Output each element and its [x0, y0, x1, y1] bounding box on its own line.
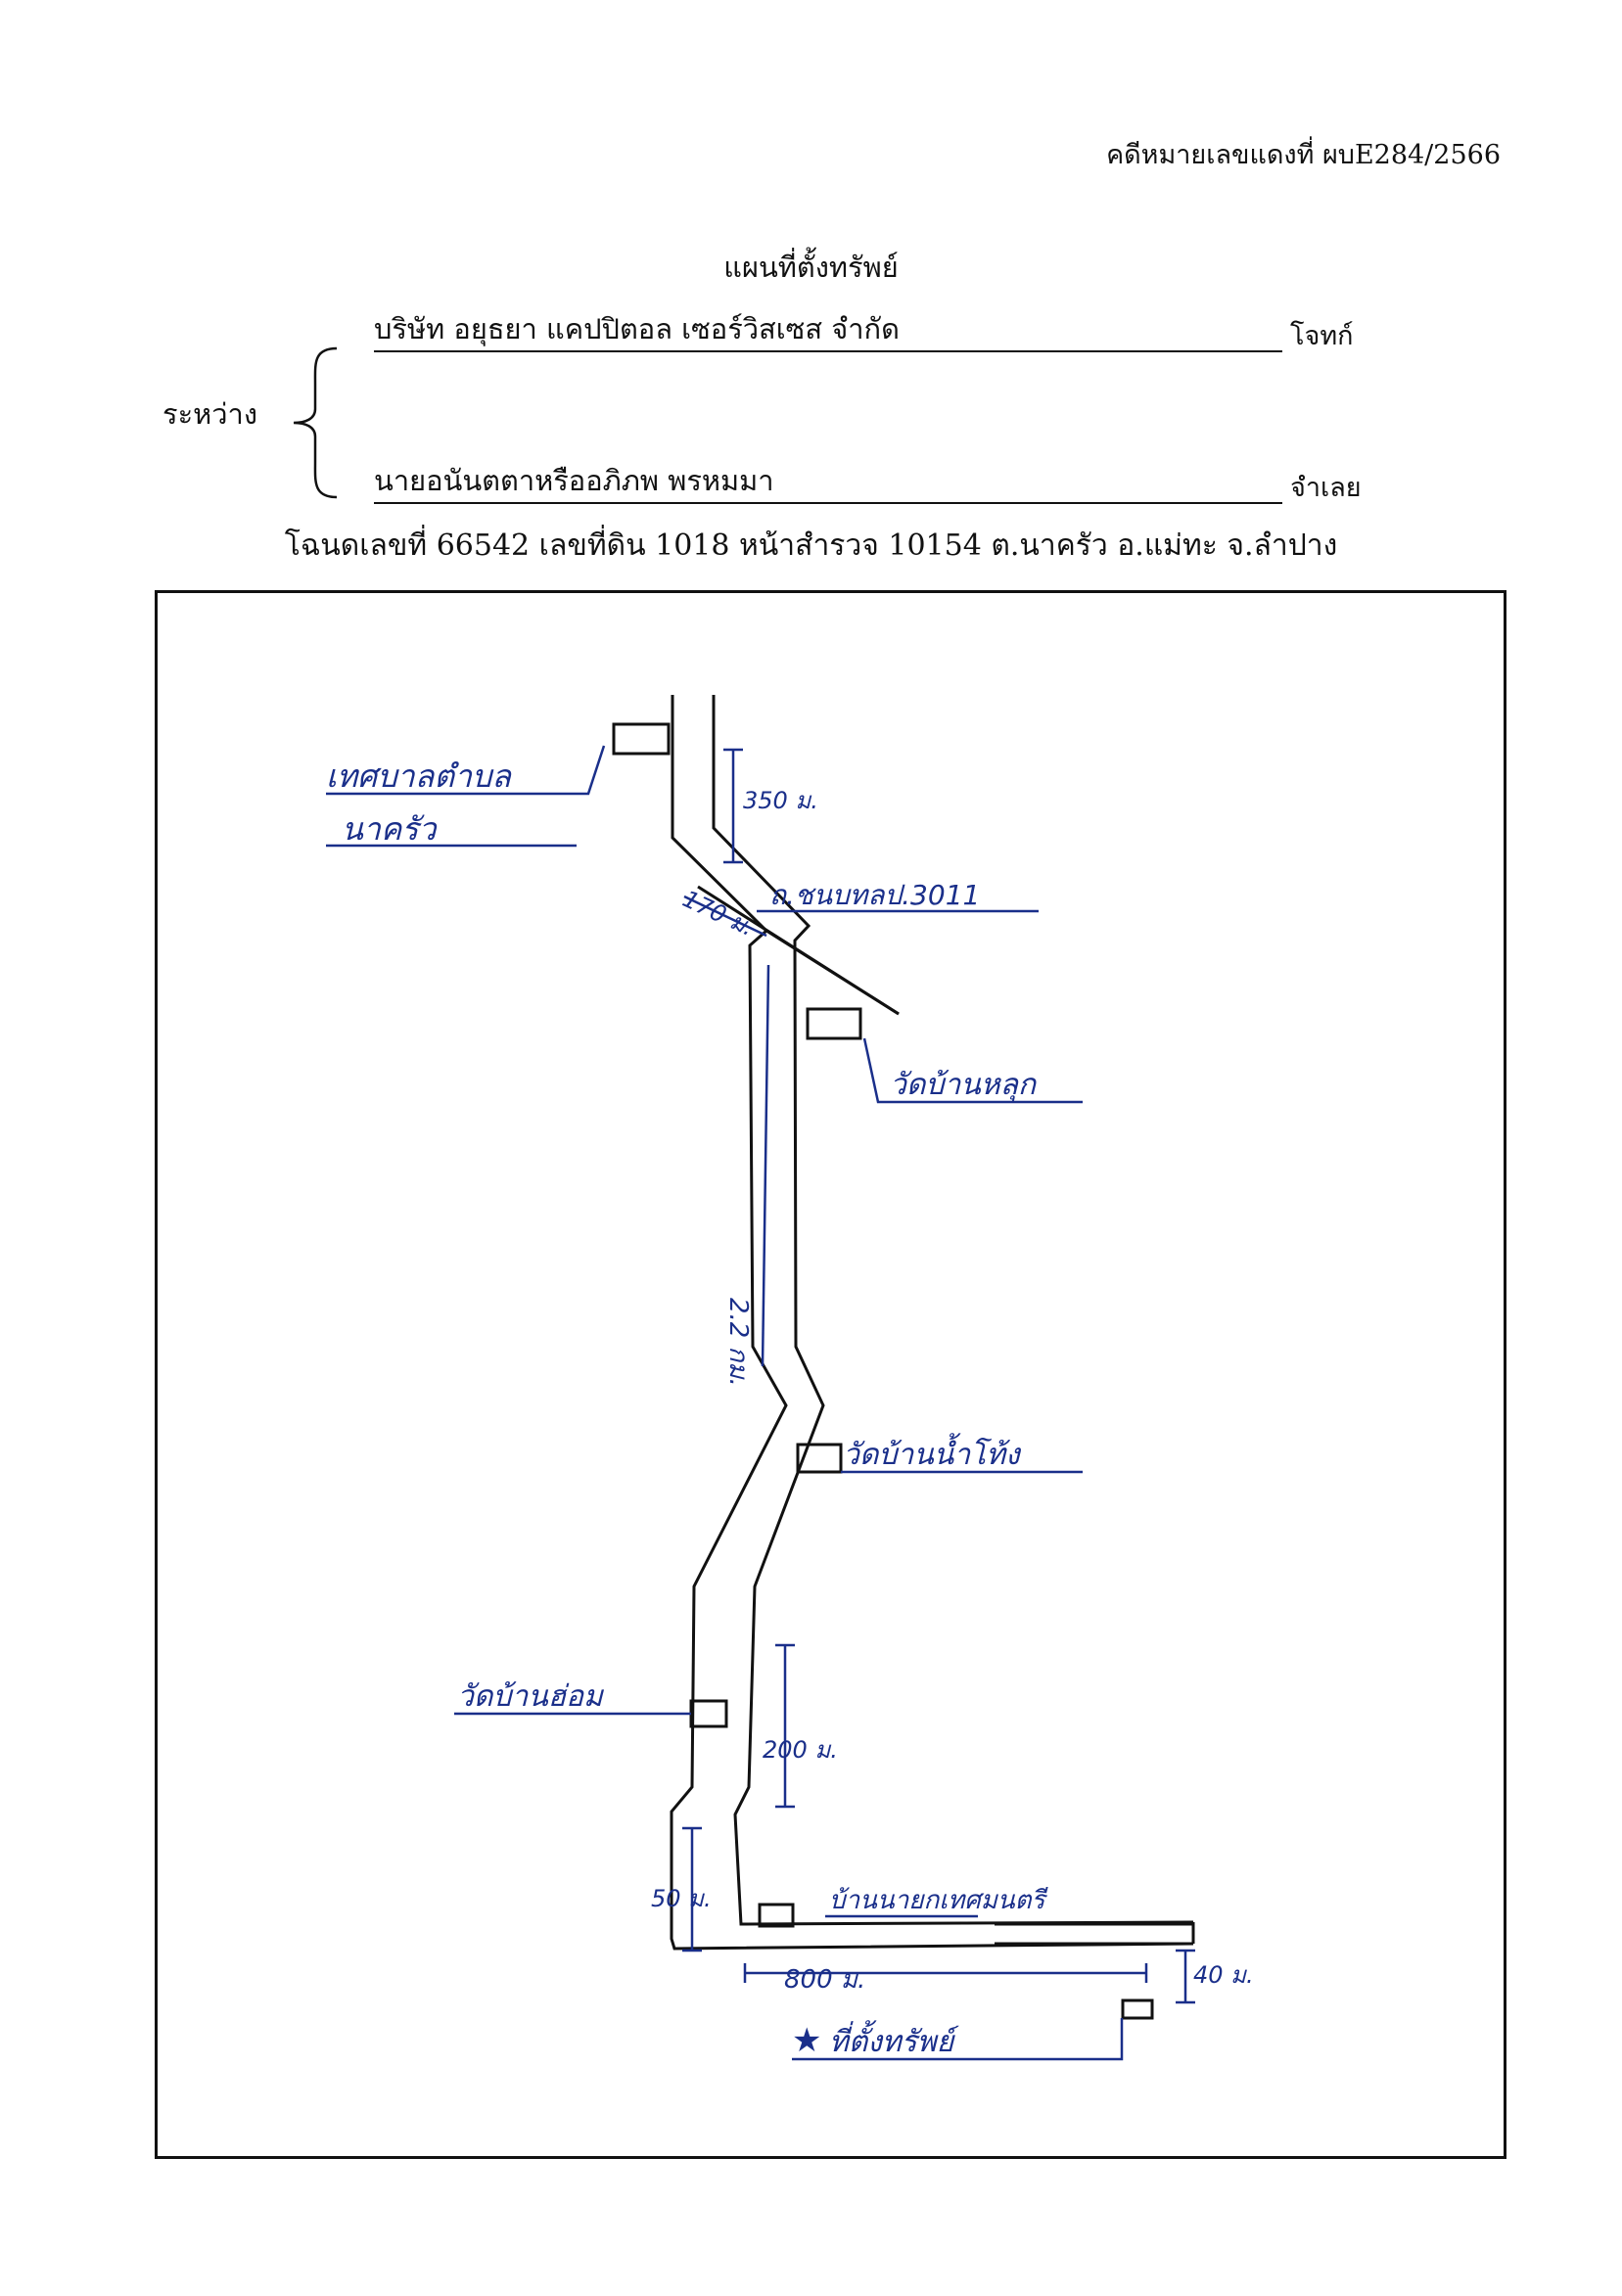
- wat-ban-nam-khong-label: วัดบ้านน้ำโท้ง: [843, 1433, 1022, 1472]
- location-map: เทศบาลตำบล นาครัว ถ.ชนบทลป.3011 วัดบ้านห…: [326, 695, 1254, 2061]
- case-number: คดีหมายเลขแดงที่ ผบE284/2566: [1106, 140, 1501, 170]
- plaintiff-name: บริษัท อยุธยา แคปปิตอล เซอร์วิสเซส จำกัด: [374, 312, 900, 345]
- mayor-house-label: บ้านนายกเทศมนตรี: [829, 1886, 1049, 1915]
- distance-label: 2.2 กม.: [723, 1298, 753, 1387]
- between-label: ระหว่าง: [162, 397, 257, 431]
- defendant-name: นายอนันตตาหรืออภิภพ พรหมมา: [374, 464, 774, 497]
- map-frame: เทศบาลตำบล นาครัว ถ.ชนบทลป.3011 วัดบ้านห…: [155, 590, 1506, 2159]
- distance-label: 350 ม.: [743, 787, 818, 814]
- defendant-line: นายอนันตตาหรืออภิภพ พรหมมา: [374, 463, 1282, 504]
- wat-ban-hom-building-icon: [689, 1699, 728, 1728]
- distance-label: 40 ม.: [1193, 1961, 1254, 1989]
- property-building-icon: [1121, 1998, 1154, 2020]
- wat-ban-nam-khong-building-icon: [796, 1443, 843, 1474]
- distance-label: 800 ม.: [784, 1965, 865, 1995]
- distance-label: 50 ม.: [651, 1885, 712, 1912]
- defendant-role: จำเลย: [1290, 473, 1362, 503]
- municipality-label-line2: นาครัว: [342, 810, 438, 848]
- plaintiff-line: บริษัท อยุธยา แคปปิตอล เซอร์วิสเซส จำกัด: [374, 311, 1282, 352]
- leader-lines: [326, 745, 1124, 2061]
- wat-ban-hom-label: วัดบ้านฮ่อม: [457, 1679, 605, 1714]
- municipality-label-line1: เทศบาลตำบล: [326, 758, 512, 795]
- side-road: [697, 885, 1193, 1946]
- road-label: ถ.ชนบทลป.3011: [769, 879, 980, 911]
- mayor-house-building-icon: [758, 1903, 795, 1928]
- star-icon: ★: [792, 2021, 821, 2060]
- document-title: แผนที่ตั้งทรัพย์: [723, 251, 899, 284]
- municipality-building-icon: [612, 722, 671, 756]
- property-label: ที่ตั้งทรัพย์: [829, 2020, 959, 2059]
- main-road: [670, 695, 1195, 1951]
- wat-ban-lok-label: วัดบ้านหลุก: [890, 1068, 1038, 1102]
- deed-line: โฉนดเลขที่ 66542 เลขที่ดิน 1018 หน้าสำรว…: [284, 528, 1338, 563]
- distance-label: 170 ม.: [678, 885, 759, 941]
- plaintiff-role: โจทก์: [1290, 321, 1354, 351]
- dimension-markers: [682, 748, 1195, 2004]
- brace-icon: [293, 346, 338, 499]
- distance-label: 200 ม.: [763, 1736, 838, 1764]
- wat-ban-lok-building-icon: [806, 1007, 862, 1040]
